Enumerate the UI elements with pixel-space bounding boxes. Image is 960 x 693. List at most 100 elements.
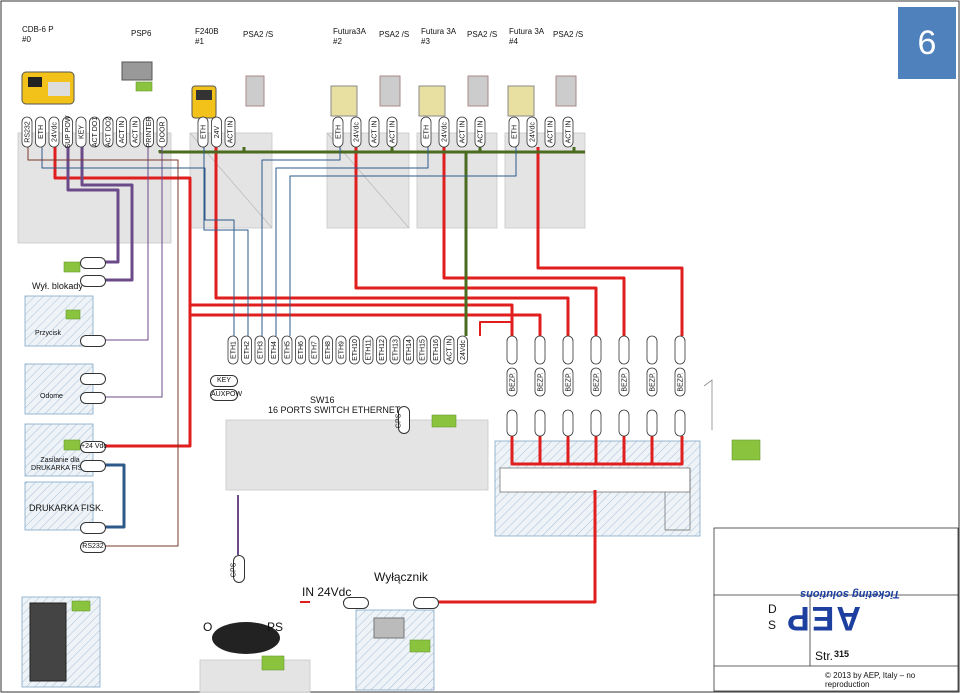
f240b-sub: #1	[195, 37, 204, 46]
svg-text:ETH8: ETH8	[325, 341, 332, 359]
page-number-box: 6	[898, 7, 956, 79]
svg-text:24Vdc: 24Vdc	[530, 122, 537, 142]
red-wire-breaker	[437, 490, 597, 604]
futura2-sub: #2	[333, 37, 342, 46]
svg-text:KEY: KEY	[79, 125, 86, 139]
futura3-body	[416, 132, 498, 229]
futura2-port-1: 24Vdc	[350, 116, 362, 148]
svg-text:RS232: RS232	[25, 121, 32, 143]
gps-antenna-image	[212, 622, 280, 654]
odome-connector-2	[80, 392, 106, 404]
switch-port-10: ETH11	[362, 335, 374, 365]
svg-text:ETH2: ETH2	[244, 341, 251, 359]
safety-bays	[499, 467, 691, 493]
bezp-lower-1	[534, 409, 546, 437]
futura3-port-0: ETH	[420, 116, 432, 148]
cdb-port-8: ACT IN	[129, 116, 141, 148]
in24vdc-label: IN 24Vdc	[302, 585, 352, 599]
cdb-port-3: SUP POW	[62, 115, 73, 148]
svg-text:ETH: ETH	[201, 125, 208, 139]
futura2-port-3: ACT IN	[386, 116, 398, 148]
red-wire-24v	[479, 321, 512, 336]
svg-text:ACT IN: ACT IN	[478, 121, 485, 144]
switch-port-16: ACT IN	[443, 335, 455, 365]
psp-device-image	[121, 61, 153, 92]
switch-port-1: ETH2	[241, 335, 252, 365]
futura4-port-2: ACT IN	[544, 116, 556, 148]
cdb-port-0: RS232	[21, 116, 33, 148]
svg-text:ACT IN: ACT IN	[372, 121, 379, 144]
aep-logo: AEP	[785, 599, 861, 637]
bezp-top-6	[674, 335, 686, 365]
lock-connector-1	[80, 257, 106, 269]
futura4-port-1: 24Vdc	[526, 116, 538, 148]
title-block	[713, 527, 959, 692]
printer-panel	[24, 481, 94, 531]
brown-wire-rs232	[27, 147, 179, 547]
antenna-base	[199, 659, 311, 693]
svg-text:ETH: ETH	[424, 125, 431, 139]
fiscal-printer-label: DRUKARKA FISK.	[29, 503, 104, 513]
power-connector-2	[80, 460, 106, 472]
switch-port-4: ETH5	[281, 335, 293, 365]
futura2-psa: PSA2 /S	[379, 30, 410, 39]
svg-text:DOOR: DOOR	[160, 122, 167, 143]
bezp-top-3	[590, 335, 602, 365]
futura3-port-1: 24Vdc	[438, 116, 450, 148]
antenna-label-partial-2: PS	[267, 620, 284, 634]
blue-wire-eth1	[41, 147, 235, 336]
auxpow-connector: AUXPOW	[210, 389, 242, 401]
button-label: Przycisk	[35, 330, 62, 337]
right-green-indicator	[731, 439, 761, 461]
page-ref-value: 315	[834, 649, 850, 659]
svg-text:ETH14: ETH14	[406, 339, 413, 361]
cdb-port-7: ACT IN	[116, 116, 127, 148]
switch-port-14: ETH15	[416, 335, 428, 365]
switch-port-6: ETH7	[308, 335, 320, 365]
svg-text:ACT IN: ACT IN	[228, 121, 235, 144]
bezp-label-6: BEZP.	[674, 367, 686, 397]
switch-port-13: ETH14	[403, 335, 414, 365]
bezp-label-5: BEZP.	[646, 367, 658, 397]
switch-port-0: ETH1	[227, 335, 239, 365]
bezp-top-1	[534, 335, 546, 365]
switch-port-12: ETH13	[389, 335, 401, 365]
svg-text:ETH11: ETH11	[366, 339, 373, 360]
svg-text:24Vdc: 24Vdc	[460, 340, 467, 360]
f240-port-0: ETH	[197, 116, 209, 148]
blue-wire-eth3	[261, 147, 341, 336]
red-wire-switch	[190, 313, 542, 336]
bezp-top-2	[562, 335, 574, 365]
printer-power-label: Zasilanie dla DRUKARKA FISK.	[31, 457, 89, 472]
red-wire-futura2	[354, 147, 598, 336]
svg-text:ETH4: ETH4	[271, 341, 278, 359]
bezp-lower-2	[562, 409, 574, 437]
bezp-lower-4	[618, 409, 630, 437]
printer-connector	[80, 522, 106, 534]
aep-logo-tagline: Ticketing solutions	[800, 588, 901, 600]
futura4-body	[504, 132, 586, 229]
cdb-port-4: KEY	[75, 116, 87, 148]
futura2-port-2: ACT IN	[368, 116, 380, 148]
svg-text:ETH3: ETH3	[258, 341, 265, 359]
futura4-sub: #4	[509, 37, 518, 46]
copyright: © 2013 by AEP, Italy – no reproduction	[825, 671, 916, 689]
breaker-connector	[413, 597, 439, 609]
cdb-port-2: 24Vdc	[48, 116, 60, 148]
svg-text:ETH: ETH	[38, 125, 45, 139]
bezp-top-0	[506, 335, 518, 365]
bezp-lower-5	[646, 409, 658, 437]
plus24-connector: +24 Vdc	[80, 441, 107, 453]
blue-wire-eth4	[275, 147, 429, 336]
futura4-psa: PSA2 /S	[553, 30, 584, 39]
svg-text:ETH15: ETH15	[420, 339, 427, 361]
purple-wire-button	[104, 147, 149, 341]
svg-text:ACT IN: ACT IN	[447, 339, 454, 362]
blue-wire-eth2	[203, 147, 249, 336]
futura3-title: Futura 3A	[421, 27, 457, 36]
titleblock-partial-1: D	[768, 602, 777, 616]
svg-text:ETH13: ETH13	[393, 339, 400, 361]
titleblock-partial-2: S	[768, 618, 777, 632]
